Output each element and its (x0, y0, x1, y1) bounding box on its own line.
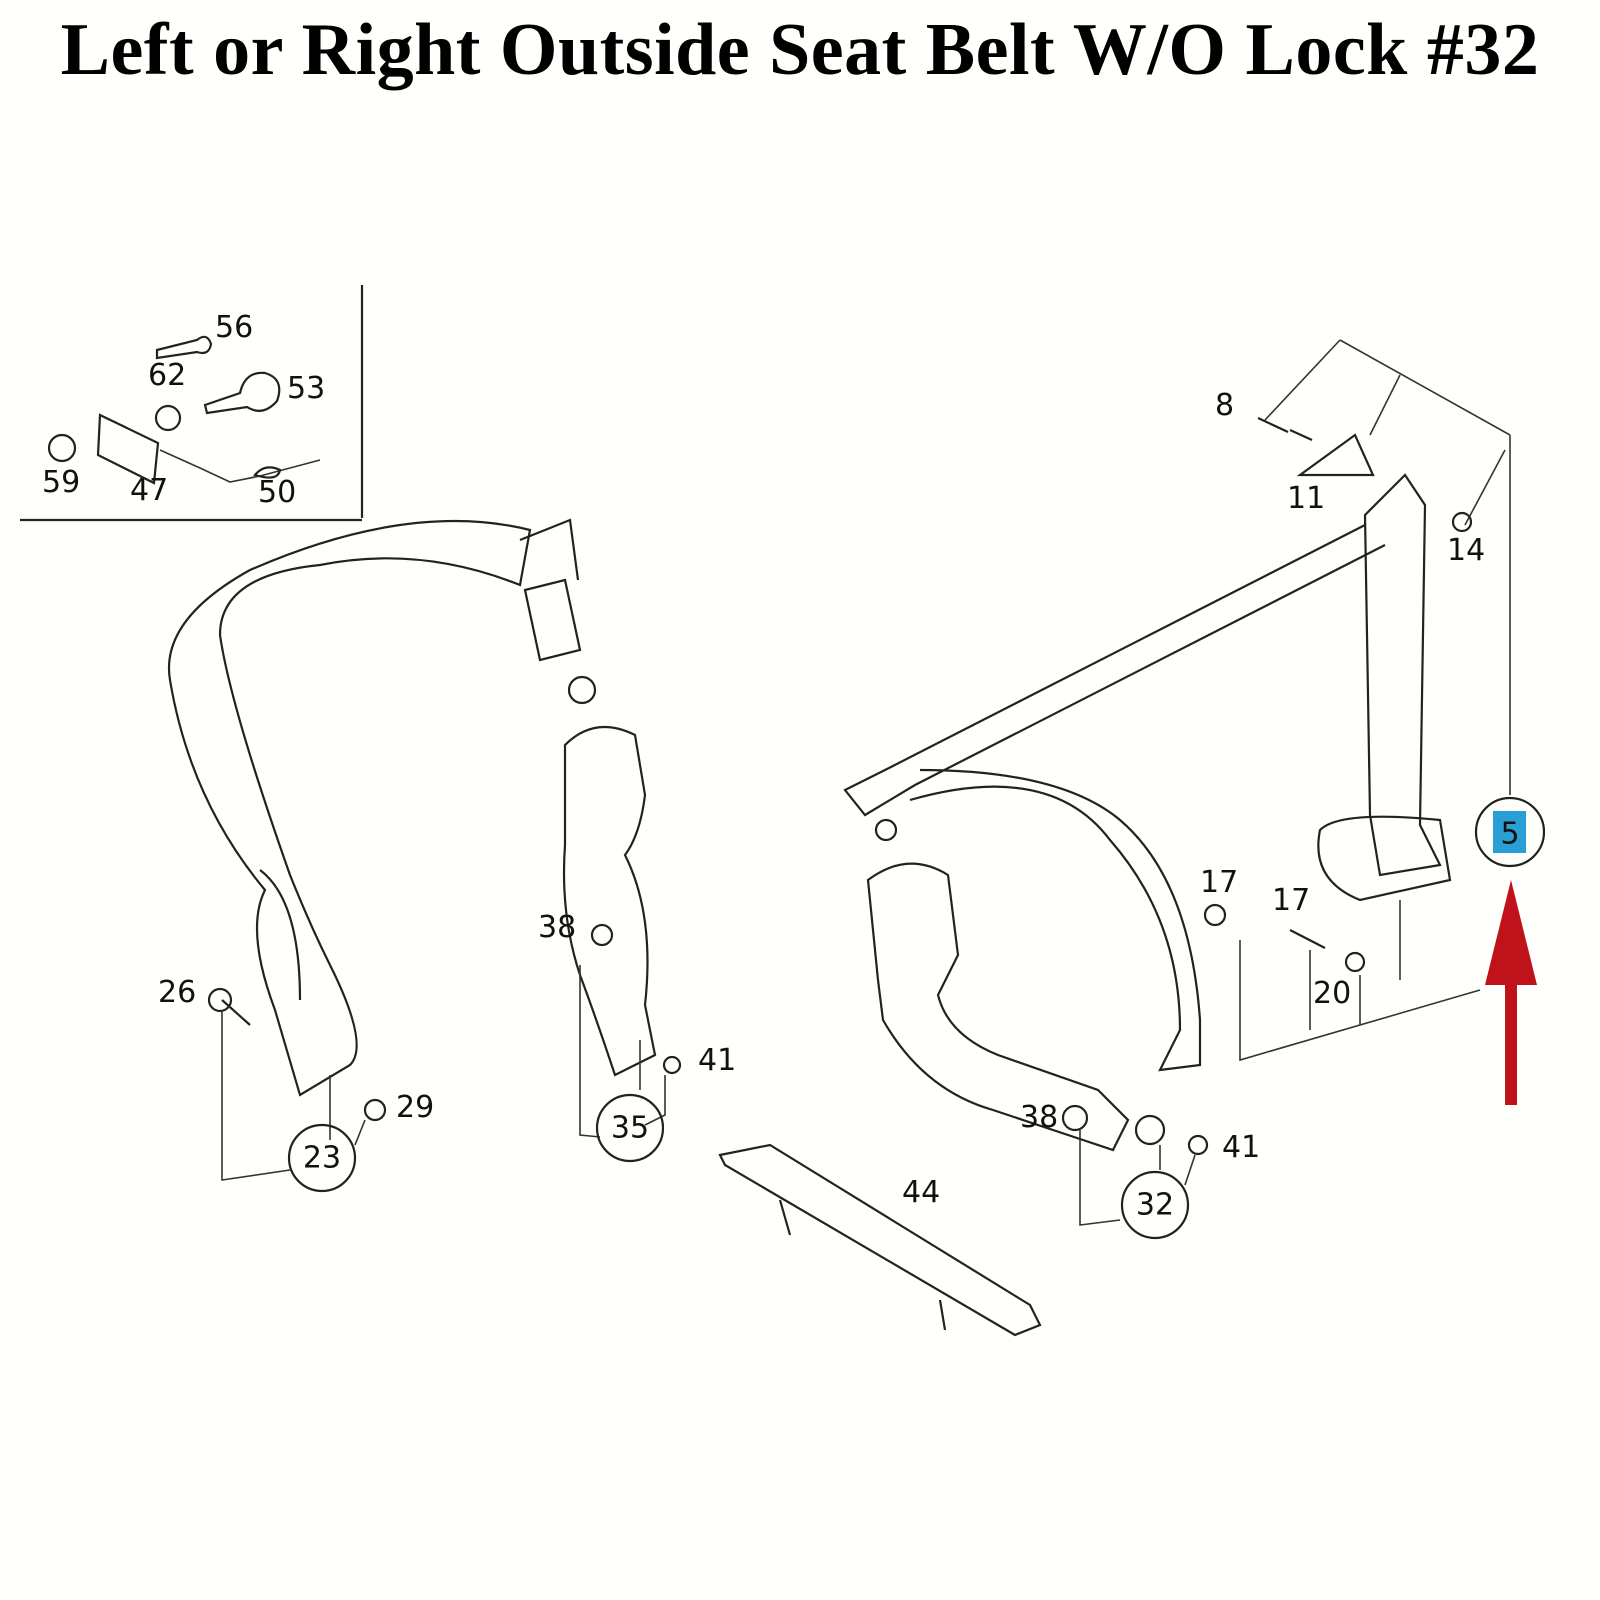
bolt-56-icon (155, 335, 213, 360)
left-leader-lines (221, 1010, 366, 1181)
part-label-59: 59 (42, 465, 80, 500)
red-arrow-icon (1485, 880, 1537, 1105)
bolt-26-icon (221, 999, 251, 1026)
part-label-41-left: 41 (698, 1043, 736, 1078)
callout-circle-32 (1120, 1170, 1190, 1240)
callout-circle-35 (595, 1093, 665, 1163)
part-label-26: 26 (158, 975, 196, 1010)
guide-ring-icon (874, 818, 898, 842)
callout-circle-23 (287, 1123, 357, 1193)
plate-47-icon (96, 413, 160, 485)
nut-53-icon (203, 371, 281, 415)
buckle-anchor-icon (1134, 1114, 1166, 1146)
callout-label-35: 35 (611, 1111, 649, 1146)
part-label-56: 56 (215, 310, 253, 345)
lower-right-leader-lines (1079, 1130, 1196, 1226)
part-label-20: 20 (1313, 976, 1351, 1011)
part-label-38-right: 38 (1020, 1100, 1058, 1135)
center-buckle-icon (562, 725, 657, 1077)
callout-highlight (1493, 811, 1526, 853)
part-label-11: 11 (1287, 481, 1325, 516)
part-label-17b: 17 (1272, 883, 1310, 918)
callout-label-5: 5 (1500, 817, 1519, 852)
trim-cover-44 (718, 1143, 1042, 1337)
left-belt-assembly (167, 518, 682, 1193)
left-belt-strap (167, 519, 532, 1097)
right-belt-assembly (718, 339, 1511, 1337)
part-label-29: 29 (396, 1090, 434, 1125)
tongue-ring-icon (567, 675, 597, 705)
right-buckle-icon (866, 862, 1130, 1152)
bolt-38-left-icon (590, 923, 614, 947)
part-label-38-left: 38 (538, 910, 576, 945)
anchor-11-icon (1296, 433, 1375, 477)
nut-41-right-icon (1187, 1134, 1209, 1156)
retractor-column (1363, 473, 1442, 877)
center-leader-lines (579, 965, 666, 1138)
nut-41-left-icon (662, 1055, 682, 1075)
bolt-17a-icon (1203, 903, 1227, 927)
nut-14-icon (1451, 511, 1473, 533)
top-leader-lines (1264, 339, 1511, 795)
part-label-47: 47 (130, 473, 168, 508)
inset-box (20, 285, 364, 522)
washer-62-icon (154, 404, 182, 432)
right-leader-lines (1239, 900, 1481, 1062)
washer-20-icon (1344, 951, 1366, 973)
nut-59-icon (47, 433, 77, 463)
belt-fold-line (259, 869, 302, 1001)
tongue-plate-icon (519, 518, 582, 662)
highlighted-callout[interactable]: 5 (1474, 796, 1546, 868)
right-shoulder-strap (843, 524, 1386, 817)
part-label-8: 8 (1215, 388, 1234, 423)
retractor-housing (1317, 815, 1452, 902)
part-label-53: 53 (287, 371, 325, 406)
callout-circle-5[interactable] (1474, 796, 1546, 868)
part-label-50: 50 (258, 475, 296, 510)
diagram-title: Left or Right Outside Seat Belt W/O Lock… (60, 9, 1540, 91)
bolt-8-icon (1257, 417, 1313, 442)
part-label-62: 62 (148, 358, 186, 393)
callout-label-23: 23 (303, 1141, 341, 1176)
nut-29-icon (363, 1098, 387, 1122)
callout-label-32: 32 (1136, 1188, 1174, 1223)
clip-50-icon (253, 466, 282, 479)
bolt-26-head-icon (207, 987, 233, 1013)
right-lap-strap (909, 768, 1202, 1072)
part-label-41-right: 41 (1222, 1130, 1260, 1165)
part-label-14: 14 (1447, 533, 1485, 568)
part-label-44: 44 (902, 1175, 940, 1210)
bolt-17b-icon (1289, 929, 1326, 949)
bolt-38-right-icon (1061, 1104, 1089, 1132)
part-label-17a: 17 (1200, 865, 1238, 900)
